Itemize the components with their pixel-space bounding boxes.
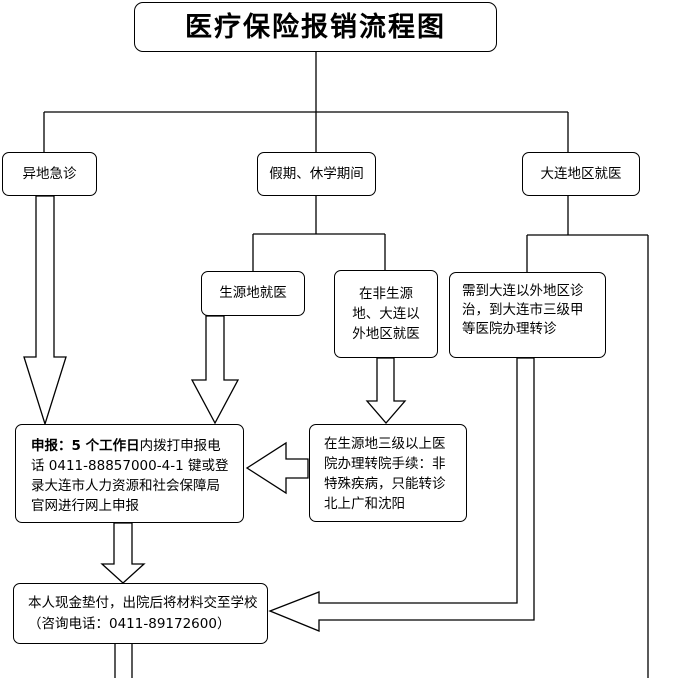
hollow-arrow-apply-to-selfpay bbox=[100, 522, 146, 584]
node-apply-details: 内拨打申报电话 0411-88857000-4-1 键或登录大连市人力资源和社会… bbox=[31, 438, 229, 514]
hollow-arrow-remote-to-apply bbox=[23, 195, 67, 427]
node-remote-emergency-label: 异地急诊 bbox=[22, 165, 77, 182]
hollow-arrow-outside-to-selfpay bbox=[268, 357, 535, 632]
hollow-arrow-nonorigin-to-transfer bbox=[365, 357, 407, 424]
hollow-arrow-selfpay-down bbox=[114, 644, 133, 678]
hollow-arrow-origin-to-apply bbox=[190, 315, 240, 425]
node-dalian-local-label: 大连地区就医 bbox=[540, 165, 622, 182]
page-title: 医疗保险报销流程图 bbox=[134, 2, 497, 52]
node-non-origin-label: 在非生源地、大连以外地区就医 bbox=[352, 286, 420, 342]
node-transfer-origin-label: 在生源地三级以上医院办理转院手续：非特殊疾病，只能转诊北上广和沈阳 bbox=[324, 436, 446, 512]
node-transfer-origin: 在生源地三级以上医院办理转院手续：非特殊疾病，只能转诊北上广和沈阳 bbox=[309, 424, 467, 522]
node-remote-emergency: 异地急诊 bbox=[2, 152, 97, 196]
node-apply-deadline: 5 个工作日 bbox=[71, 438, 140, 454]
node-apply: 申报：5 个工作日内拨打申报电话 0411-88857000-4-1 键或登录大… bbox=[15, 424, 244, 523]
node-dalian-local: 大连地区就医 bbox=[522, 152, 640, 196]
node-holiday-period: 假期、休学期间 bbox=[257, 152, 376, 196]
node-holiday-period-label: 假期、休学期间 bbox=[269, 165, 364, 182]
node-apply-prefix: 申报： bbox=[31, 438, 72, 454]
node-self-pay: 本人现金垫付，出院后将材料交至学校（咨询电话：0411-89172600） bbox=[13, 583, 268, 644]
hollow-arrow-transfer-to-apply bbox=[245, 441, 309, 495]
node-non-origin: 在非生源地、大连以外地区就医 bbox=[334, 270, 438, 358]
node-self-pay-label: 本人现金垫付，出院后将材料交至学校（咨询电话：0411-89172600） bbox=[28, 595, 258, 632]
node-origin-place: 生源地就医 bbox=[201, 271, 305, 316]
title-text: 医疗保险报销流程图 bbox=[185, 11, 446, 43]
node-origin-place-label: 生源地就医 bbox=[219, 285, 287, 301]
node-outside-dalian-label: 需到大连以外地区诊治，到大连市三级甲等医院办理转诊 bbox=[462, 283, 584, 337]
node-outside-dalian: 需到大连以外地区诊治，到大连市三级甲等医院办理转诊 bbox=[449, 272, 606, 358]
